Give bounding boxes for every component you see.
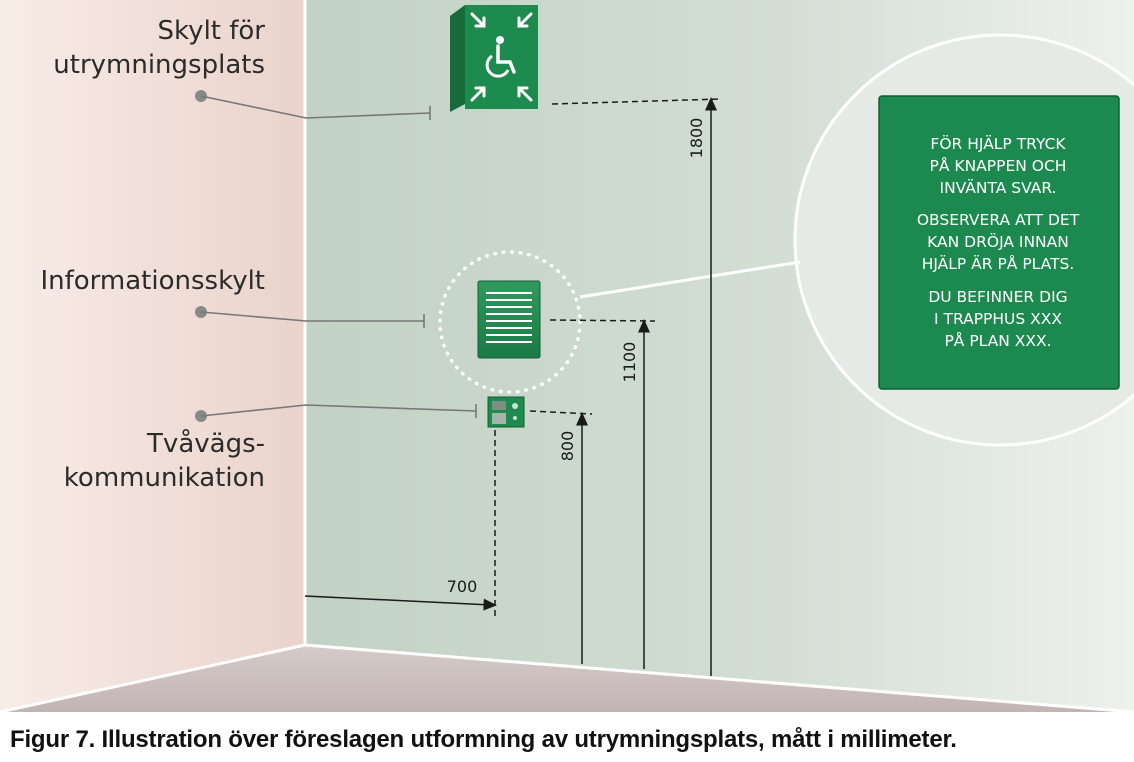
info-panel-line: INVÄNTA SVAR. [940,178,1057,197]
evacuation-sign [450,5,538,112]
dim-label-1100: 1100 [620,342,639,383]
zoom-connector-line [579,260,801,299]
info-panel: FÖR HJÄLP TRYCK PÅ KNAPPEN OCH INVÄNTA S… [878,95,1120,390]
dim-dashed-1100 [549,319,656,322]
leader-line-intercom [200,404,477,417]
floor-corner-line [0,643,306,712]
dim-label-1800: 1800 [687,118,706,159]
inward-arrows-icon [470,12,533,102]
label-line: Skylt för [157,16,265,46]
info-sign [477,280,541,359]
dim-arrow-700 [304,595,497,611]
label-evacuation-sign: Skylt för utrymningsplats [53,14,265,82]
dim-dashed-1800 [551,98,723,105]
info-panel-line: PÅ KNAPPEN OCH [930,156,1067,175]
label-intercom: Tvåvägs- kommunikation [64,427,265,495]
leader-line-evac-sign [200,95,431,119]
info-sign-highlight [438,250,582,394]
label-info-sign: Informationsskylt [40,266,265,296]
label-line: Tvåvägs- [147,429,265,459]
floor-edge-line [304,643,1134,712]
leader-line-info-sign [200,311,424,322]
intercom-device [487,396,525,428]
info-panel-line: KAN DRÖJA INNAN [927,232,1069,251]
floor [0,645,1134,712]
wheelchair-icon [485,36,516,78]
info-panel-line: PÅ PLAN XXX. [944,331,1051,350]
dim-label-700: 700 [447,577,478,596]
side-wall [0,0,310,712]
info-panel-line: DU BEFINNER DIG [928,288,1067,306]
figure-caption: Figur 7. Illustration över föreslagen ut… [10,726,957,753]
dim-label-800: 800 [558,431,577,462]
label-line: utrymningsplats [53,50,265,80]
info-panel-line: FÖR HJÄLP TRYCK [930,134,1066,153]
info-panel-line: HJÄLP ÄR PÅ PLATS. [922,254,1075,273]
evacuation-area-illustration: FÖR HJÄLP TRYCK PÅ KNAPPEN OCH INVÄNTA S… [0,0,1134,712]
label-line: kommunikation [63,463,265,493]
info-panel-line: I TRAPPHUS XXX [934,310,1062,328]
info-panel-line: OBSERVERA ATT DET [917,211,1080,229]
